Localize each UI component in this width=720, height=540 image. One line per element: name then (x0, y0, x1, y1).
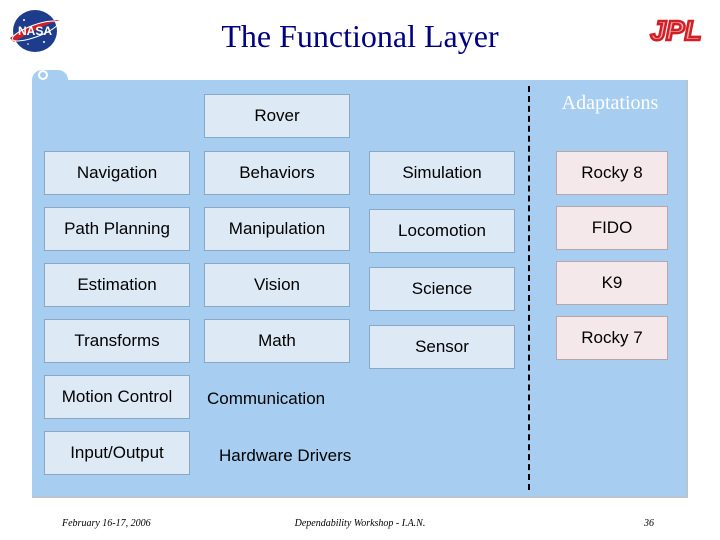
rocky-8-box: Rocky 8 (556, 151, 668, 195)
rover-box: Rover (204, 94, 350, 138)
jpl-logo-text: JPL (650, 15, 701, 46)
k9-box: K9 (556, 261, 668, 305)
input-output-box: Input/Output (44, 431, 190, 475)
vision-box: Vision (204, 263, 350, 307)
path-planning-box: Path Planning (44, 207, 190, 251)
jpl-logo: JPL JPL (636, 12, 716, 48)
footer-page-number: 36 (644, 518, 654, 529)
fido-box: FIDO (556, 206, 668, 250)
adaptations-divider (528, 86, 530, 490)
slide-title: The Functional Layer (221, 18, 499, 54)
math-box: Math (204, 319, 350, 363)
rocky-7-box: Rocky 7 (556, 316, 668, 360)
nasa-logo: NASA (6, 6, 64, 56)
manipulation-box: Manipulation (204, 207, 350, 251)
communication-label: Communication (207, 389, 326, 408)
transforms-box: Transforms (44, 319, 190, 363)
simulation-box: Simulation (369, 151, 515, 195)
panel-tab-marker (38, 70, 48, 80)
nasa-logo-text: NASA (18, 24, 52, 38)
hardware-drivers-label: Hardware Drivers (219, 446, 352, 465)
science-box: Science (369, 267, 515, 311)
estimation-box: Estimation (44, 263, 190, 307)
footer-center: Dependability Workshop - I.A.N. (294, 518, 426, 529)
behaviors-box: Behaviors (204, 151, 350, 195)
motion-control-box: Motion Control (44, 375, 190, 419)
footer-date: February 16-17, 2006 (62, 518, 151, 529)
locomotion-box: Locomotion (369, 209, 515, 253)
sensor-box: Sensor (369, 325, 515, 369)
jpl-logo-text-fill: JPL (650, 15, 701, 46)
navigation-box: Navigation (44, 151, 190, 195)
adaptations-label: Adaptations (561, 92, 659, 114)
